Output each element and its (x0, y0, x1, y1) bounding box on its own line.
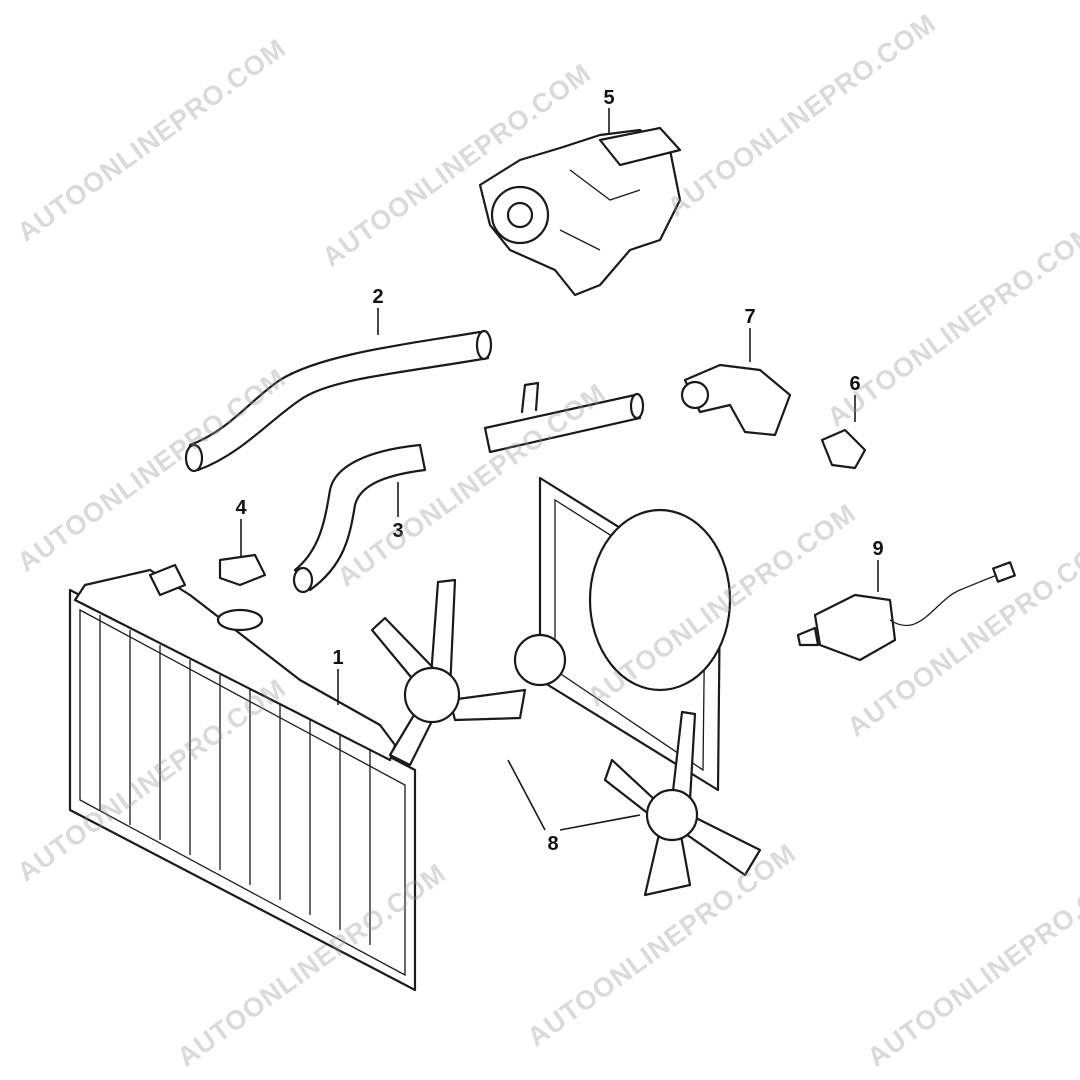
lower-radiator-hose (293, 443, 427, 592)
callout-8: 8 (547, 833, 558, 855)
radiator-cap (218, 553, 267, 587)
leader-lines (240, 108, 879, 831)
callout-6: 6 (849, 373, 860, 395)
fan-shroud (513, 476, 732, 792)
callout-5: 5 (603, 87, 614, 109)
thermostat-housing (683, 363, 792, 437)
temperature-sensor (820, 428, 867, 470)
water-pump (478, 126, 682, 297)
callout-1: 1 (332, 647, 343, 669)
callout-7: 7 (744, 306, 755, 328)
upper-radiator-hose (188, 330, 490, 472)
cooling-fan-upper (370, 578, 527, 767)
callout-4: 4 (235, 497, 247, 519)
callout-2: 2 (372, 286, 383, 308)
water-pipe (483, 393, 642, 454)
callout-9: 9 (872, 538, 883, 560)
callout-3: 3 (392, 520, 403, 542)
fan-motor (796, 561, 1016, 662)
callout-labels: 1 2 3 4 5 6 7 8 9 (235, 87, 883, 855)
cooling-fan-lower (603, 710, 762, 897)
radiator (68, 563, 417, 992)
